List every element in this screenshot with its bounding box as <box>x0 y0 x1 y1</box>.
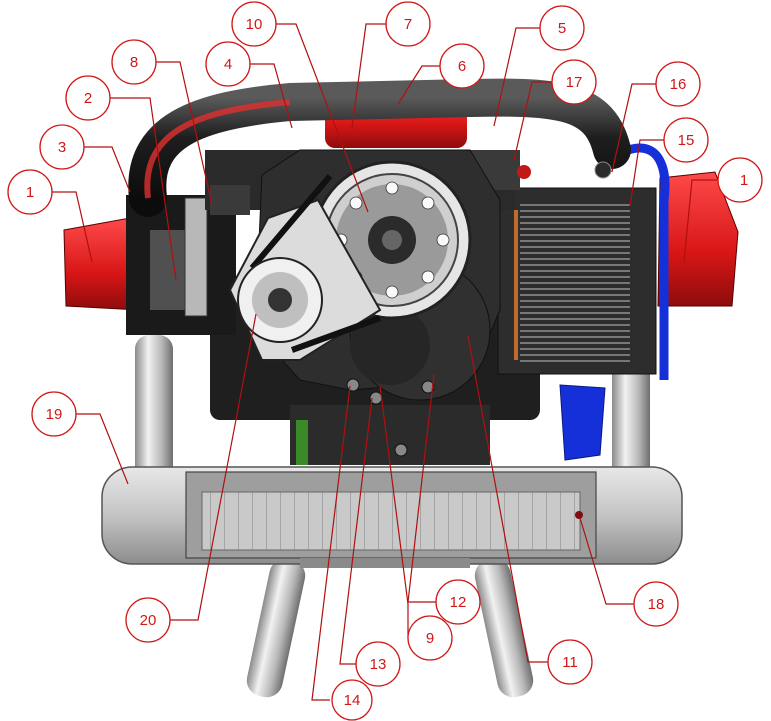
callout-6: 6 <box>439 43 485 89</box>
callout-label: 16 <box>670 76 687 93</box>
callouts: 1 1 2 3 4 5 6 7 8 9 10 11 12 13 14 15 16… <box>7 1 763 721</box>
callout-label: 10 <box>246 16 263 33</box>
callout-13: 13 <box>355 641 401 687</box>
callout-label: 3 <box>58 139 66 156</box>
callout-9: 9 <box>407 615 453 661</box>
lower-fasteners <box>346 378 435 457</box>
callout-label: 1 <box>740 172 748 189</box>
callout-14: 14 <box>331 679 373 721</box>
callout-8: 8 <box>111 39 157 85</box>
marker-dot <box>575 511 583 519</box>
coolant-line <box>559 143 670 461</box>
callout-16: 16 <box>655 61 701 107</box>
callout-label: 13 <box>370 656 387 673</box>
oil-cooler <box>497 187 657 375</box>
tail-pipes <box>246 558 534 698</box>
callout-label: 14 <box>344 692 361 709</box>
right-cooling-shroud <box>657 171 739 307</box>
callout-label: 4 <box>224 56 232 73</box>
alternator-pulley <box>228 174 382 361</box>
callout-10: 10 <box>231 1 277 47</box>
callout-label: 2 <box>84 90 92 107</box>
callout-label: 7 <box>404 16 412 33</box>
callout-11: 11 <box>547 639 593 685</box>
left-cooling-shroud <box>63 195 236 335</box>
callout-label: 9 <box>426 630 434 647</box>
callout-label: 1 <box>26 184 34 201</box>
callout-label: 8 <box>130 54 138 71</box>
callout-1-left: 1 <box>7 169 53 215</box>
callout-4: 4 <box>205 41 251 87</box>
callout-label: 12 <box>450 594 467 611</box>
callout-18: 18 <box>633 581 679 627</box>
callout-15: 15 <box>663 117 709 163</box>
callout-label: 20 <box>140 612 157 629</box>
callout-label: 18 <box>648 596 665 613</box>
callout-label: 6 <box>458 58 466 75</box>
callout-19: 19 <box>31 391 77 437</box>
callout-12: 12 <box>435 579 481 625</box>
callout-label: 19 <box>46 406 63 423</box>
callout-label: 11 <box>562 654 578 671</box>
callout-5: 5 <box>539 5 585 51</box>
callout-1-right: 1 <box>717 157 763 203</box>
callout-label: 15 <box>678 132 695 149</box>
leader-lines <box>52 23 718 701</box>
fan-pulley <box>312 160 472 320</box>
callout-2: 2 <box>65 75 111 121</box>
intake-hose <box>128 78 631 217</box>
muffler <box>101 466 683 568</box>
callout-7: 7 <box>385 1 431 47</box>
callout-20: 20 <box>125 597 171 643</box>
callout-label: 17 <box>566 74 583 91</box>
callout-3: 3 <box>39 124 85 170</box>
callout-label: 5 <box>558 20 566 37</box>
callout-17: 17 <box>551 59 597 105</box>
